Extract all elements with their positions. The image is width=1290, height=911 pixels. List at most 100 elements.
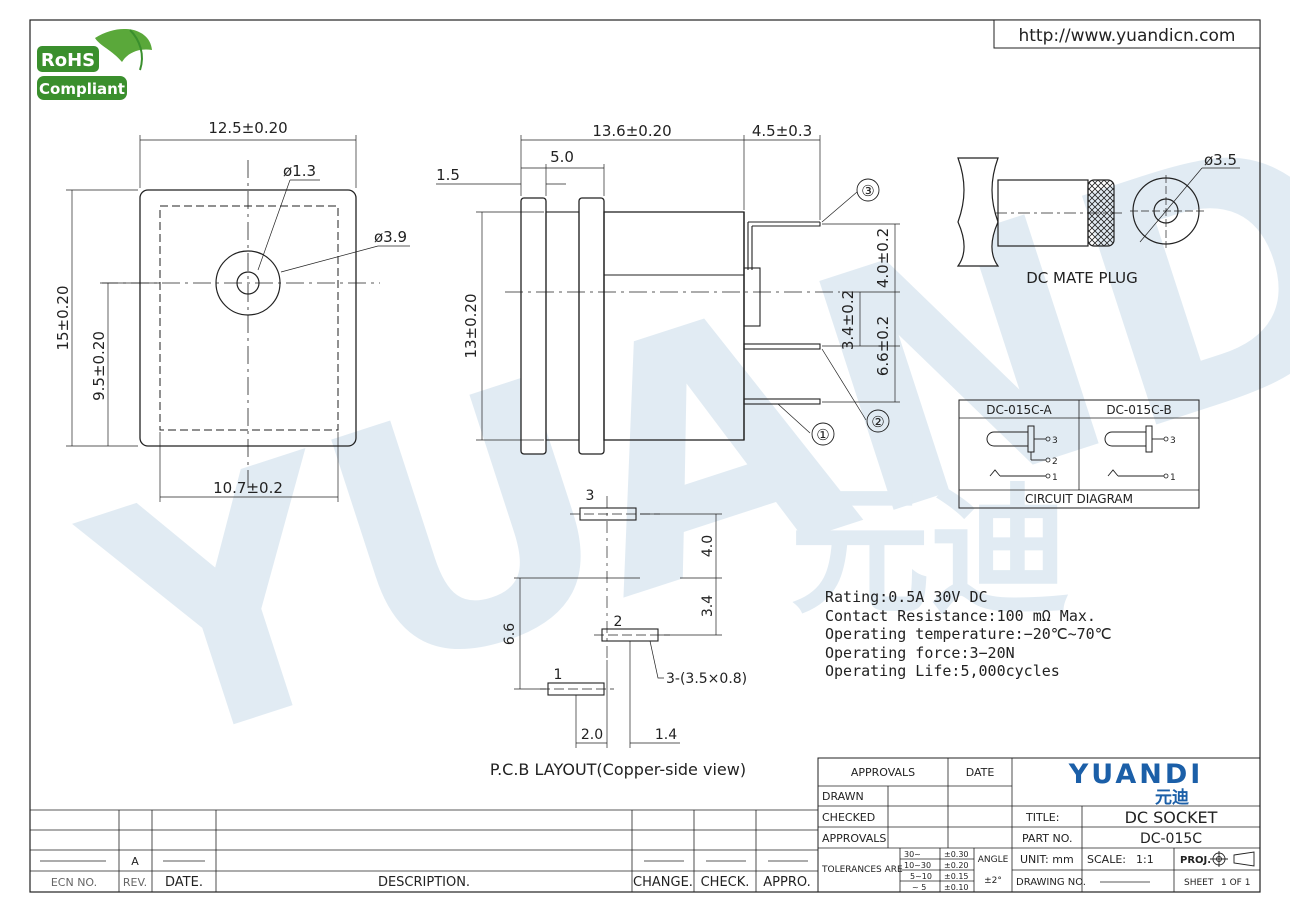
pad-label-2: 2 [614,614,623,630]
pad-label-3: 3 [586,488,595,504]
pcb-labels: 3 2 1 4.0 3.4 6.6 2.0 1.4 3-(3.5×0.8) P.… [490,488,747,779]
pcb-dim-20: 2.0 [581,727,603,743]
tb-tol-value-4: ±0.10 [944,883,969,892]
rev-value: A [131,855,139,868]
watermark: YUANDI 元迪 [50,20,1290,827]
projection-symbol-icon [1210,851,1255,867]
pin-a-1: 1 [1052,473,1058,483]
rohs-badge: RoHS Compliant [37,28,152,100]
dim-small-hole: ø1.3 [283,162,316,180]
rev-appro: APPRO. [763,875,810,890]
dim-pin2-offset: 3.4±0.2 [839,290,857,350]
pcb-dim-66: 6.6 [502,623,518,645]
side-view-labels: 13.6±0.20 4.5±0.3 5.0 1.5 13±0.20 4.0±0.… [436,122,892,444]
pin-a-2: 2 [1052,457,1058,467]
tb-tol-range-3: 5~10 [910,872,932,881]
rohs-line2: Compliant [39,80,125,98]
leaf-icon [95,28,152,63]
url-text: http://www.yuandicn.com [1018,26,1235,46]
tb-title-label: TITLE: [1025,811,1059,824]
tb-tol-range-2: 10~30 [904,861,931,870]
pcb-dim-4: 4.0 [700,535,716,557]
dim-pin3-offset: 4.0±0.2 [874,228,892,288]
front-view-labels: 12.5±0.20 10.7±0.2 15±0.20 9.5±0.20 ø1.3… [54,119,407,497]
tb-logo: YUANDI [1068,759,1204,790]
pin-b-3: 3 [1170,436,1176,446]
dim-flange-gap: 5.0 [550,148,574,166]
rev-check: CHECK. [701,875,750,890]
url-box: http://www.yuandicn.com [993,19,1261,49]
title-block-labels: APPROVALS DATE DRAWN CHECKED APPROVALS T… [821,759,1255,892]
rev-change: CHANGE. [633,875,693,890]
variant-a: DC-015C-A [986,403,1052,417]
pcb-pad-note: 3-(3.5×0.8) [666,671,747,687]
mate-plug-labels: DC MATE PLUG ø3.5 [1026,151,1237,287]
tb-tol-range-4: ~ 5 [912,883,926,892]
dim-inner-width: 10.7±0.2 [213,479,283,497]
front-view [66,135,410,502]
mate-plug [956,157,1240,267]
tb-tolerances: TOLERANCES ARE [821,865,903,875]
rev-rev: REV. [123,876,147,889]
rev-date: DATE. [165,875,203,890]
tb-angle: ANGLE [978,855,1009,865]
tb-unit: UNIT: mm [1020,853,1074,866]
dim-height: 15±0.20 [54,285,72,350]
sheet-border [29,19,1261,893]
tb-tol-value-1: ±0.30 [944,850,969,859]
tb-sheet-value: 1 OF 1 [1221,878,1250,888]
spec-resistance: Contact Resistance:100 mΩ Max. [825,607,1096,625]
dim-offset: 9.5±0.20 [90,331,108,401]
pin-label-2: ② [871,413,884,431]
pin-a-3: 3 [1052,436,1058,446]
spec-temperature: Operating temperature:−20℃~70℃ [825,625,1112,643]
tb-drawn: DRAWN [822,790,864,803]
dim-side-height: 13±0.20 [462,293,480,358]
pad-label-1: 1 [554,667,563,683]
spec-rating: Rating:0.5A 30V DC [825,588,988,606]
tb-approvals: APPROVALS [822,832,886,845]
specs: Rating:0.5A 30V DC Contact Resistance:10… [825,588,1112,680]
tb-approvals-header: APPROVALS [851,766,915,779]
tb-sheet: SHEET [1184,878,1214,888]
spec-life: Operating Life:5,000cycles [825,662,1060,680]
revision-labels: ECN NO. REV. A DATE. DESCRIPTION. CHANGE… [51,855,811,890]
pcb-dim-14: 1.4 [655,727,677,743]
variant-b: DC-015C-B [1106,403,1171,417]
tb-tol-range-1: 30~ [904,850,921,859]
pcb-layout [514,496,722,748]
circuit-labels: DC-015C-A DC-015C-B CIRCUIT DIAGRAM 3 2 … [986,403,1175,506]
tb-tol-value-2: ±0.20 [944,861,969,870]
rohs-line1: RoHS [41,50,95,71]
tb-angle-value: ±2° [984,876,1002,886]
dim-width: 12.5±0.20 [208,119,287,137]
pin-b-1: 1 [1170,473,1176,483]
pin-label-3: ③ [861,182,874,200]
spec-force: Operating force:3−20N [825,644,1015,662]
circuit-diagram [958,399,1200,509]
rev-description: DESCRIPTION. [378,875,470,890]
dim-large-hole: ø3.9 [374,228,407,246]
side-view [436,135,900,455]
pcb-title: P.C.B LAYOUT(Copper-side view) [490,760,746,779]
tb-scale-value: 1:1 [1136,853,1154,866]
tb-scale-label: SCALE: [1087,853,1126,866]
watermark-text: YUANDI [50,20,1290,827]
tb-part-label: PART NO. [1022,832,1072,845]
tb-drawing-no: DRAWING NO. [1016,877,1086,888]
title-block [817,757,1261,893]
tb-date-header: DATE [966,766,995,779]
pin-label-1: ① [816,426,829,444]
watermark-sub: 元迪 [790,471,1070,634]
rev-ecn: ECN NO. [51,876,97,889]
mate-plug-diameter: ø3.5 [1204,151,1237,169]
dim-flange: 1.5 [436,166,460,184]
tb-proj: PROJ. [1180,855,1211,866]
dim-length: 13.6±0.20 [592,122,671,140]
tb-part-value: DC-015C [1140,831,1202,847]
tb-title-value: DC SOCKET [1125,808,1218,827]
circuit-title: CIRCUIT DIAGRAM [1025,492,1133,506]
dim-pin-length: 4.5±0.3 [752,122,812,140]
dim-pin1-offset: 6.6±0.2 [874,316,892,376]
mate-plug-label: DC MATE PLUG [1026,269,1138,287]
